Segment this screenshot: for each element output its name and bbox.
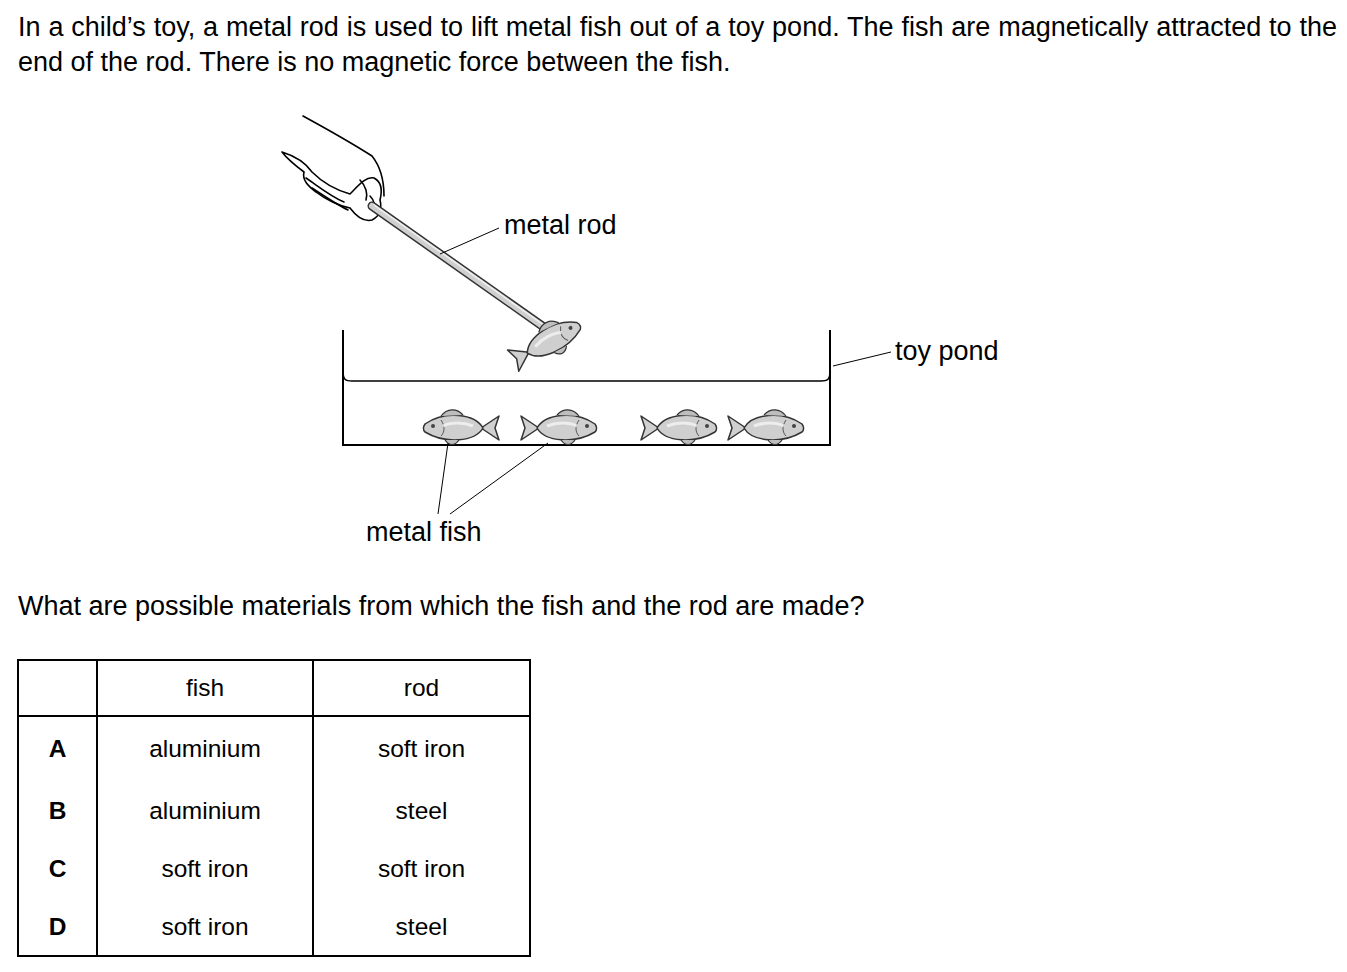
pond-walls [343,330,830,445]
table-cell: B [18,782,97,840]
question-text: In a child’s toy, a metal rod is used to… [18,10,1337,80]
table-rule [96,660,98,956]
table-rule [18,715,530,717]
pond-fish [728,410,804,445]
fish-on-rod [505,309,588,375]
thumb-line [360,180,367,200]
leader-line [440,228,499,254]
table-border [18,660,530,956]
pond-fish [424,410,500,445]
table-cell: soft iron [97,840,313,898]
table-grid [18,660,530,956]
part-label: metal fish [366,515,482,550]
table-cell: C [18,840,97,898]
table-cell: steel [313,898,530,956]
table-cell: steel [313,782,530,840]
water-surface [343,372,830,381]
table-cell: aluminium [97,716,313,782]
finger-line [312,188,348,210]
hand-outline [282,152,381,220]
table-cell: fish [97,660,313,716]
table-cell: soft iron [313,716,530,782]
leader-lines [438,228,891,514]
table-cell: A [18,716,97,782]
part-label: metal rod [504,208,617,243]
table-cell: D [18,898,97,956]
part-label: toy pond [895,334,999,369]
leader-line [450,443,548,514]
pond-fish [641,410,717,445]
leader-line [833,352,891,366]
table-cell: soft iron [97,898,313,956]
finger-line [306,178,344,202]
table-cell: soft iron [313,840,530,898]
toy-pond [343,330,830,445]
question-text: What are possible materials from which t… [18,589,864,624]
pond-fish [521,410,597,445]
table-rule [312,660,314,956]
leader-line [438,443,448,514]
table-cell: rod [313,660,530,716]
table-cell: aluminium [97,782,313,840]
